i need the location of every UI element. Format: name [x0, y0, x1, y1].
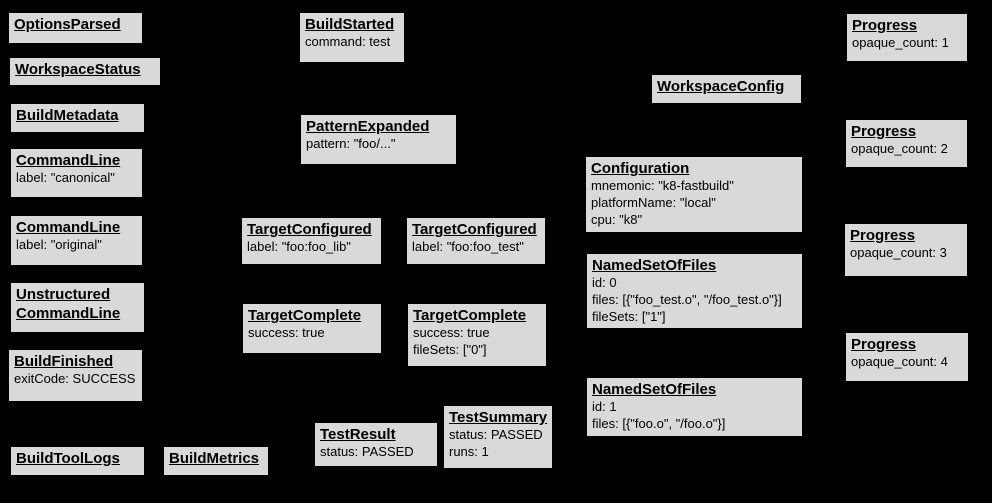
- event-node: BuildMetrics: [163, 446, 269, 476]
- event-node-field: status: PASSED: [449, 427, 543, 443]
- event-node-title: BuildFinished: [14, 353, 114, 370]
- event-node-field: platformName: "local": [591, 195, 716, 211]
- event-node-field: opaque_count: 4: [851, 354, 948, 370]
- event-node-title: CommandLine: [16, 152, 121, 169]
- event-node-title: Unstructured CommandLine: [16, 286, 121, 323]
- event-node-field: success: true: [248, 325, 325, 341]
- event-node-title: TestSummary: [449, 409, 548, 426]
- event-node-title: TargetConfigured: [412, 221, 537, 238]
- event-node-field: fileSets: ["0"]: [413, 342, 487, 358]
- event-node-field: files: [{"foo_test.o", "/foo_test.o"}]: [592, 292, 782, 308]
- event-node-field: cpu: "k8": [591, 211, 643, 227]
- event-node-field: id: 0: [592, 275, 617, 291]
- event-node-title: PatternExpanded: [306, 118, 430, 135]
- event-node-title: OptionsParsed: [14, 16, 121, 33]
- event-node-title: TargetConfigured: [247, 221, 372, 238]
- event-node-field: files: [{"foo.o", "/foo.o"}]: [592, 416, 726, 432]
- event-node-title: Progress: [851, 336, 917, 353]
- event-node: WorkspaceConfig: [651, 74, 802, 104]
- event-node-title: Configuration: [591, 160, 690, 177]
- event-node-field: label: "canonical": [16, 170, 115, 186]
- event-node-field: label: "original": [16, 237, 102, 253]
- event-node-field: runs: 1: [449, 444, 489, 460]
- event-node-field: mnemonic: "k8-fastbuild": [591, 178, 734, 194]
- event-node-title: WorkspaceConfig: [657, 78, 785, 95]
- event-node-title: BuildToolLogs: [16, 450, 120, 467]
- event-node-title: BuildMetrics: [169, 450, 260, 467]
- event-node-field: fileSets: ["1"]: [592, 308, 666, 324]
- event-node-title: NamedSetOfFiles: [592, 257, 717, 274]
- event-node-title: TestResult: [320, 426, 396, 443]
- event-node-title: Progress: [851, 123, 917, 140]
- event-node-field: label: "foo:foo_lib": [247, 239, 351, 255]
- event-node-field: opaque_count: 1: [852, 35, 949, 51]
- event-node-field: pattern: "foo/...": [306, 136, 396, 152]
- event-node: BuildToolLogs: [10, 446, 145, 476]
- event-node-field: label: "foo:foo_test": [412, 239, 524, 255]
- event-node-field: opaque_count: 3: [850, 245, 947, 261]
- event-node-title: CommandLine: [16, 219, 121, 236]
- event-node-title: BuildMetadata: [16, 107, 119, 124]
- event-node-field: id: 1: [592, 399, 617, 415]
- event-node-title: TargetComplete: [413, 307, 527, 324]
- event-node-title: TargetComplete: [248, 307, 362, 324]
- event-node: Unstructured CommandLine: [10, 282, 145, 333]
- event-node-title: BuildStarted: [305, 16, 395, 33]
- event-node: BuildMetadata: [10, 103, 145, 133]
- event-node-field: success: true: [413, 325, 490, 341]
- event-node-title: Progress: [852, 17, 918, 34]
- event-node-title: NamedSetOfFiles: [592, 381, 717, 398]
- event-node-field: opaque_count: 2: [851, 141, 948, 157]
- event-node-title: Progress: [850, 227, 916, 244]
- event-node-field: status: PASSED: [320, 444, 414, 460]
- event-node: WorkspaceStatus: [9, 57, 161, 86]
- event-node-title: WorkspaceStatus: [15, 61, 141, 78]
- event-node-field: command: test: [305, 34, 391, 50]
- event-node-field: exitCode: SUCCESS: [14, 371, 136, 387]
- event-node: OptionsParsed: [8, 12, 143, 44]
